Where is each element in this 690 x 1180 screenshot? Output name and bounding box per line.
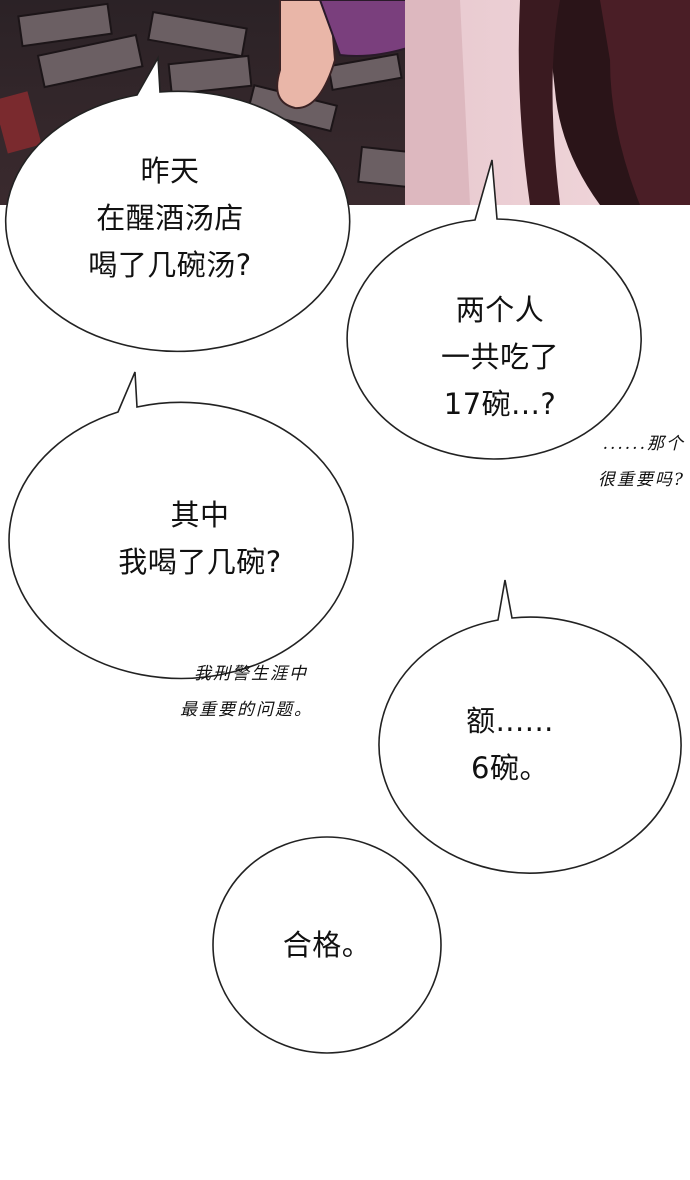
aside-1-text: ......那个 很重要吗? [495,426,685,498]
bubble-line: 其中 [170,498,230,532]
bubble-3-text: 其中 我喝了几碗? [70,492,330,586]
bubble-line: 额...... [466,704,554,738]
aside-line: ......那个 [602,434,685,454]
bubble-1-text: 昨天 在醒酒汤店 喝了几碗汤? [40,148,300,289]
aside-line: 很重要吗? [597,470,685,490]
bubble-line: 6碗。 [471,751,549,785]
bubble-line: 17碗...? [443,387,557,421]
aside-2-text: 我刑警生涯中 最重要的问题。 [180,656,380,728]
bubble-4-text: 额...... 6碗。 [420,698,600,792]
aside-line: 我刑警生涯中 [194,664,308,684]
bubble-line: 喝了几碗汤? [88,248,252,282]
bubble-5-text: 合格。 [247,922,407,969]
bubble-line: 两个人 [455,293,545,327]
bubble-line: 一共吃了 [440,340,559,374]
bubble-line: 昨天 [140,154,200,188]
bubble-line: 在醒酒汤店 [96,201,244,235]
bubble-2-text: 两个人 一共吃了 17碗...? [380,287,620,428]
bubble-line: 合格。 [282,928,372,962]
bubble-line: 我喝了几碗? [118,545,282,579]
aside-line: 最重要的问题。 [180,700,313,720]
